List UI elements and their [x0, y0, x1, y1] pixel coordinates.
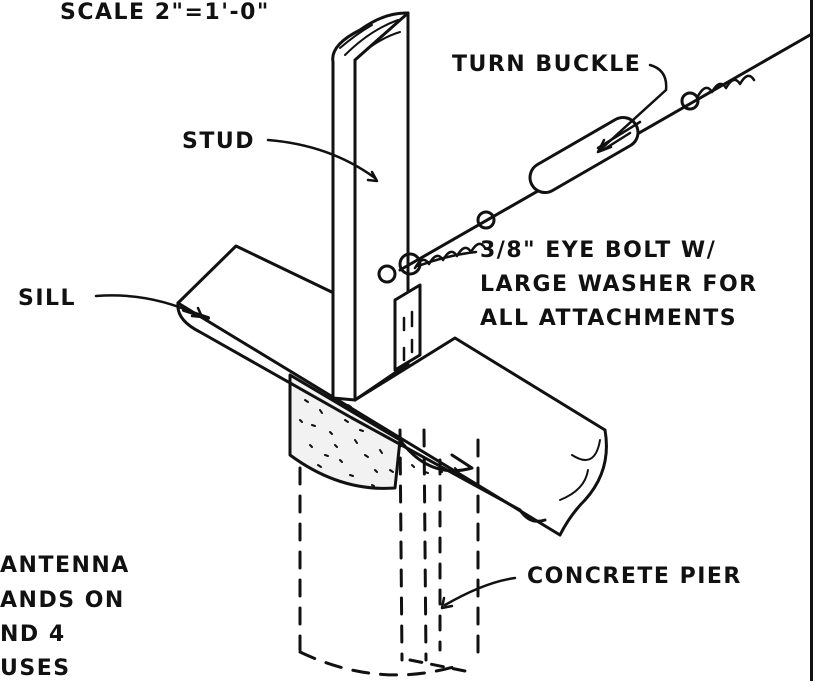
bracket-plate: [393, 283, 422, 372]
leader-lines: [94, 63, 668, 610]
stud-label: STUD: [182, 129, 255, 154]
concrete-top: [288, 373, 474, 490]
turn-buckle-label: TURN BUCKLE: [452, 52, 642, 77]
scale-note: SCALE 2"=1'-0": [60, 0, 270, 25]
sill: [176, 244, 608, 537]
eye-bolt-label-line3: ALL ATTACHMENTS: [480, 306, 738, 331]
eye-bolt-label-line2: LARGE WASHER FOR: [480, 272, 758, 297]
concrete-pier-label: CONCRETE PIER: [527, 564, 742, 589]
border-line: [810, 0, 813, 681]
note-line-1: ANTENNA: [0, 553, 130, 578]
concrete-pier: [298, 428, 480, 677]
stud: [331, 11, 410, 402]
turnbuckle-body: [528, 116, 640, 194]
note-line-3: ND 4: [0, 622, 66, 647]
note-line-4: USES: [0, 656, 71, 681]
note-line-2: ANDS ON: [0, 588, 125, 613]
sill-label: SILL: [18, 286, 77, 311]
eye-bolt-label-line1: 3/8" EYE BOLT W/: [480, 238, 717, 263]
eye-bolt-icon: [377, 264, 397, 284]
